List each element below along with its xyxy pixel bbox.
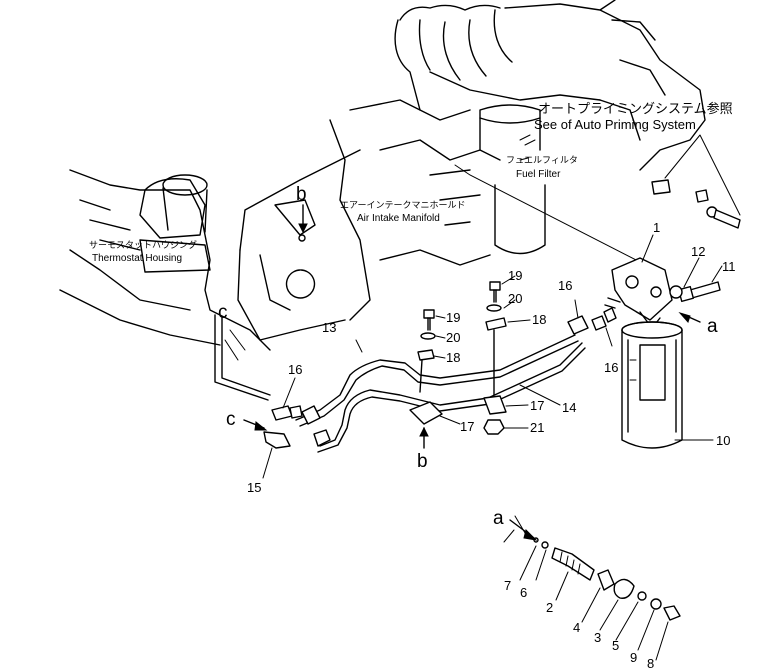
part-number: 16: [558, 278, 572, 293]
part-number: 19: [508, 268, 522, 283]
part-number: 2: [546, 600, 553, 615]
part-number: 18: [532, 312, 546, 327]
part-number: 15: [247, 480, 261, 495]
fuel-filter-en-label: Fuel Filter: [516, 169, 561, 180]
part-number: 17: [460, 419, 474, 434]
part-numbers: 1 12 11 10 13 14 19 20 18 19 20 18 17 17…: [247, 220, 736, 671]
leader-c-left: [214, 314, 271, 401]
auto-priming-jp-label: オートプライミングシステム参照: [538, 101, 733, 116]
part-number: 20: [508, 291, 522, 306]
connectors: [263, 307, 617, 449]
part-number: 14: [562, 400, 576, 415]
auto-priming-leaders: [664, 134, 741, 216]
part-number: 3: [594, 630, 601, 645]
detail-assembly: [533, 537, 681, 621]
part-number: 11: [722, 259, 736, 274]
part-number: 16: [604, 360, 618, 375]
washer-12: [669, 285, 683, 299]
letter-b-bottom: b: [417, 451, 428, 472]
clamps: [409, 281, 507, 435]
letter-arrows: [243, 204, 701, 541]
text-labels: オートプライミングシステム参照 See of Auto Priming Syst…: [89, 101, 733, 264]
fuel-filter-jp-label: フュエルフィルタ: [506, 155, 578, 165]
thermostat-en-label: Thermostat Housing: [92, 253, 182, 264]
part-number: 8: [647, 656, 654, 671]
letter-labels: b c c b a a: [218, 184, 718, 529]
engine-block: [59, 0, 706, 361]
part-number: 12: [691, 244, 705, 259]
part-number: 17: [530, 398, 544, 413]
part-number: 6: [520, 585, 527, 600]
leader-lines: [262, 234, 723, 661]
auto-priming-parts: [651, 179, 741, 229]
air-intake-jp-label: エアーインテークマニホールド: [340, 200, 465, 210]
part-number: 4: [573, 620, 580, 635]
oil-filter: [621, 321, 683, 449]
letter-b-top: b: [296, 184, 307, 205]
part-number: 21: [530, 420, 544, 435]
filter-head: [604, 257, 673, 329]
part-number: 20: [446, 330, 460, 345]
part-number: 7: [504, 578, 511, 593]
bolt-11: [677, 281, 721, 303]
part-number: 18: [446, 350, 460, 365]
letter-c-left: c: [226, 409, 236, 430]
thermostat-jp-label: サーモスタットハウジング: [89, 239, 197, 250]
auto-priming-en-label: See of Auto Priming System: [534, 117, 696, 132]
part-number: 19: [446, 310, 460, 325]
letter-a-right: a: [707, 316, 718, 337]
air-intake-en-label: Air Intake Manifold: [357, 213, 440, 224]
part-number: 13: [322, 320, 336, 335]
letter-c-top: c: [218, 302, 228, 323]
tubes: [295, 334, 586, 453]
letter-a-bottom: a: [493, 508, 504, 529]
part-number: 10: [716, 433, 730, 448]
reference-line: [454, 164, 641, 263]
part-number: 16: [288, 362, 302, 377]
part-number: 9: [630, 650, 637, 665]
part-number: 1: [653, 220, 660, 235]
part-number: 5: [612, 638, 619, 653]
